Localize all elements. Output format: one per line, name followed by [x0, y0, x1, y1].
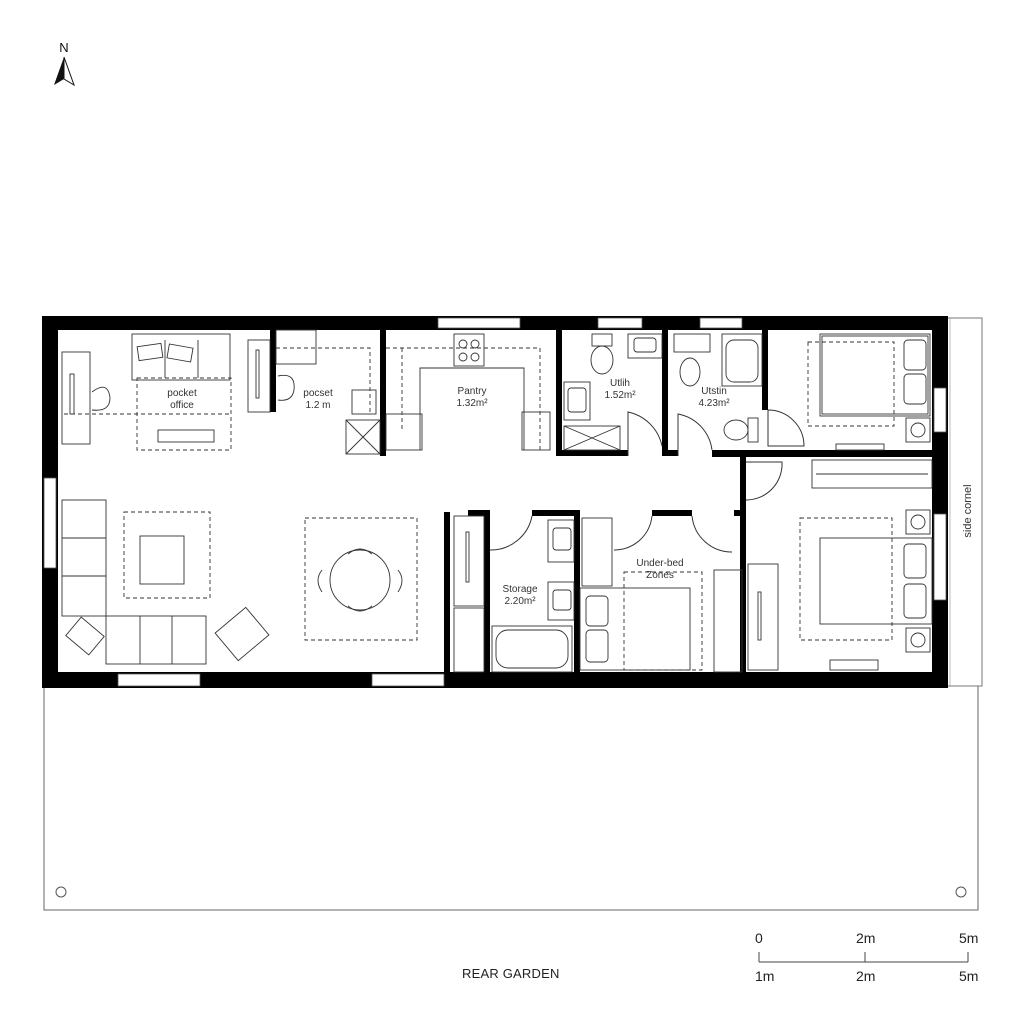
scale-top-1: 2m: [856, 930, 876, 946]
side-strip-label: side cornel: [962, 484, 974, 538]
living-dining-furniture: [61, 499, 418, 665]
garden-post-left: [55, 886, 67, 898]
outer-walls: [42, 316, 948, 688]
scale-bar: [758, 952, 969, 963]
north-arrow: N: [52, 40, 76, 94]
scale-top-2: 5m: [959, 930, 979, 946]
pantry-furniture: [385, 333, 551, 451]
windows: [43, 317, 947, 687]
north-label: N: [59, 40, 69, 55]
door-swings: [489, 409, 805, 553]
garden-post-right: [955, 886, 967, 898]
scale-bottom-0: 1m: [755, 968, 775, 984]
office-furniture: [61, 329, 381, 455]
bedroom-1-furniture: [807, 333, 931, 451]
scale-bottom-2: 5m: [959, 968, 979, 984]
garden-boundary: [43, 685, 979, 911]
scale-top-0: 0: [755, 930, 763, 946]
storage-fixtures: [453, 515, 743, 673]
bathroom-fixtures: [563, 333, 763, 451]
bedroom-2-furniture: [747, 459, 933, 671]
rear-garden-label: REAR GARDEN: [462, 966, 560, 981]
interior-walls: [270, 330, 932, 674]
north-arrow-icon: [54, 56, 75, 87]
scale-bottom-1: 2m: [856, 968, 876, 984]
